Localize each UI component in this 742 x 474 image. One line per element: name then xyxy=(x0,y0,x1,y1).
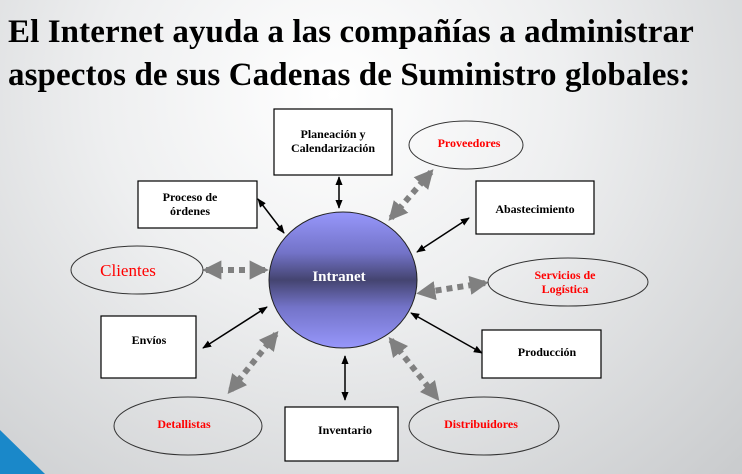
arrow-servicios xyxy=(416,275,489,301)
arrow-detallistas xyxy=(227,331,279,394)
inventario-label: Inventario xyxy=(318,423,372,437)
arrow-produccion xyxy=(410,312,483,354)
box-envios xyxy=(100,315,197,379)
box-produccion xyxy=(481,329,602,379)
envios-label: Envíos xyxy=(132,333,167,347)
ellipse-servicios-logistica xyxy=(487,257,649,307)
ellipse-clientes xyxy=(70,245,204,295)
arrow-abastecimiento xyxy=(416,217,470,253)
arrow-distribuidores xyxy=(388,336,440,402)
planeacion-label-2: Calendarización xyxy=(291,141,375,155)
arrow-proveedores xyxy=(388,169,434,221)
servicios-label-2: Logística xyxy=(542,282,589,296)
arrow-proceso xyxy=(257,198,285,234)
box-planeacion xyxy=(273,108,393,176)
slide-title-line-2: aspectos de sus Cadenas de Suministro gl… xyxy=(8,57,691,93)
ellipse-detallistas xyxy=(113,396,263,456)
proveedores-label: Proveedores xyxy=(438,136,501,150)
box-inventario xyxy=(284,406,399,462)
arrow-envios xyxy=(202,306,268,349)
intranet-label: Intranet xyxy=(312,269,365,285)
proceso-label-1: Proceso de xyxy=(163,190,218,204)
abastecimiento-label: Abastecimiento xyxy=(495,202,574,216)
planeacion-label-1: Planeación y xyxy=(301,127,366,141)
box-proceso-ordenes xyxy=(137,180,258,229)
dotted-arrows xyxy=(202,169,489,402)
distribuidores-label: Distribuidores xyxy=(444,417,518,431)
produccion-label: Producción xyxy=(518,345,577,359)
corner-decoration xyxy=(0,430,45,474)
solid-arrows xyxy=(202,176,483,401)
box-abastecimiento xyxy=(475,180,595,235)
proceso-label-2: órdenes xyxy=(170,204,210,218)
detallistas-label: Detallistas xyxy=(157,417,211,431)
ellipse-distribuidores xyxy=(408,396,560,456)
ellipse-proveedores xyxy=(408,120,524,170)
intranet-circle xyxy=(268,211,418,349)
servicios-label-1: Servicios de xyxy=(535,268,597,282)
clientes-label: Clientes xyxy=(100,261,156,280)
slide-title-line-1: El Internet ayuda a las compañías a admi… xyxy=(8,14,694,50)
